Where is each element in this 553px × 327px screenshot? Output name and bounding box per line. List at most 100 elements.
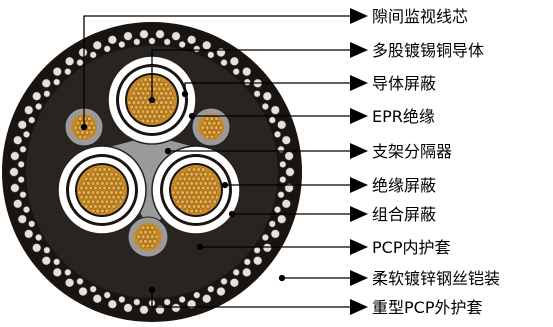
- conductor-strand: [212, 199, 217, 205]
- armor-wire: [41, 78, 51, 88]
- armor-wire: [163, 298, 171, 306]
- conductor-strand: [104, 199, 110, 205]
- conductor-strand: [90, 199, 96, 205]
- armor-wire: [274, 130, 281, 138]
- conductor-strand: [83, 204, 89, 209]
- leader-8-dot: [196, 243, 204, 251]
- conductor-strand: [143, 239, 148, 244]
- conductor-strand: [210, 185, 215, 191]
- conductor-strand: [145, 91, 150, 96]
- armor-wire: [279, 160, 287, 168]
- conductor-strand: [91, 125, 97, 131]
- armor-wire: [35, 103, 43, 110]
- conductor-strand: [184, 171, 190, 177]
- conductor-strand: [191, 185, 197, 191]
- conductor-strand: [168, 109, 173, 115]
- conductor-strand: [82, 134, 88, 140]
- conductor-strand: [200, 176, 206, 182]
- armor-wire: [17, 120, 27, 130]
- armor-wire: [284, 151, 294, 161]
- armor-wire: [17, 160, 25, 168]
- conductor-strand: [152, 229, 157, 235]
- conductor-strand: [194, 190, 199, 195]
- armor-wire: [207, 51, 215, 59]
- conductor-strand: [81, 199, 87, 205]
- conductor-strand: [93, 176, 98, 182]
- conductor-strand: [200, 185, 206, 191]
- armor-wire: [76, 277, 84, 285]
- conductor-strand: [143, 114, 148, 119]
- steel-wire-armor: [9, 29, 295, 315]
- conductor-strand: [203, 190, 208, 195]
- armor-wire: [133, 38, 141, 46]
- conductor-strand: [173, 185, 178, 191]
- conductor-strand: [116, 176, 121, 182]
- conductor-strand: [140, 234, 146, 240]
- conductor-strand: [118, 199, 123, 205]
- leader-3: [184, 82, 350, 94]
- conductor-strand: [200, 167, 206, 172]
- leader-10-dot: [148, 286, 156, 294]
- armor-wire: [19, 191, 27, 199]
- armor-wire: [155, 305, 165, 315]
- conductor-strand: [200, 204, 206, 209]
- conductor-strand: [209, 116, 215, 121]
- armor-wire: [103, 291, 111, 299]
- conductor-strand: [205, 194, 211, 200]
- armor-wire: [92, 40, 102, 50]
- conductor-strand: [136, 234, 141, 240]
- conductor-strand: [163, 91, 169, 96]
- conductor-strand: [131, 109, 137, 115]
- label-conductor-screen: 导体屏蔽: [372, 74, 436, 93]
- conductor-strand: [152, 86, 157, 92]
- power-core-left: [57, 145, 147, 235]
- conductor-strand: [156, 114, 162, 119]
- conductor-strand: [152, 104, 157, 110]
- conductor-strand: [161, 114, 167, 119]
- conductor-strand: [154, 118, 160, 124]
- armor-wire: [253, 90, 261, 98]
- armor-wire: [13, 199, 23, 209]
- armor-wire: [243, 258, 251, 266]
- conductor-strand: [129, 104, 134, 110]
- conductor-strand: [159, 81, 164, 87]
- label-gap-monitor-core: 隙间监视线芯: [372, 7, 468, 26]
- label-pcp-inner-sheath: PCP内护套: [372, 238, 450, 257]
- conductor-strand: [81, 190, 87, 195]
- armor-wire: [232, 268, 240, 276]
- conductor-strand: [145, 118, 150, 124]
- conductor-strand: [143, 95, 148, 101]
- conductor-strand: [97, 176, 103, 182]
- conductor-strand: [163, 100, 169, 105]
- conductor-strand: [173, 194, 178, 200]
- conductor-strand: [214, 194, 220, 200]
- conductor-strand: [97, 194, 103, 200]
- arrow-2: [350, 42, 368, 58]
- conductor-strand: [102, 167, 107, 172]
- conductor-strand: [205, 204, 211, 209]
- conductor-strand: [184, 190, 190, 195]
- conductor-strand: [182, 204, 188, 209]
- conductor-strand: [210, 176, 215, 182]
- conductor-strand: [77, 116, 83, 121]
- armor-wire: [277, 191, 285, 199]
- conductor-strand: [84, 130, 90, 135]
- conductor-strand: [216, 120, 221, 126]
- conductor-strand: [95, 199, 100, 205]
- conductor-strand: [87, 125, 92, 131]
- armor-wire: [78, 48, 88, 57]
- conductor-strand: [196, 194, 201, 200]
- conductor-strand: [118, 190, 123, 195]
- conductor-strand: [182, 176, 188, 182]
- conductor-strand: [171, 190, 176, 195]
- conductor-strand: [175, 199, 181, 205]
- conductor-strand: [116, 194, 121, 200]
- conductor-strand: [86, 190, 91, 195]
- conductor-strand: [210, 194, 215, 200]
- armor-wire: [220, 59, 228, 67]
- conductor-strand: [111, 185, 117, 191]
- armor-wire: [28, 116, 36, 124]
- conductor-strand: [159, 91, 164, 96]
- conductor-strand: [143, 229, 148, 235]
- conductor-strand: [194, 199, 199, 205]
